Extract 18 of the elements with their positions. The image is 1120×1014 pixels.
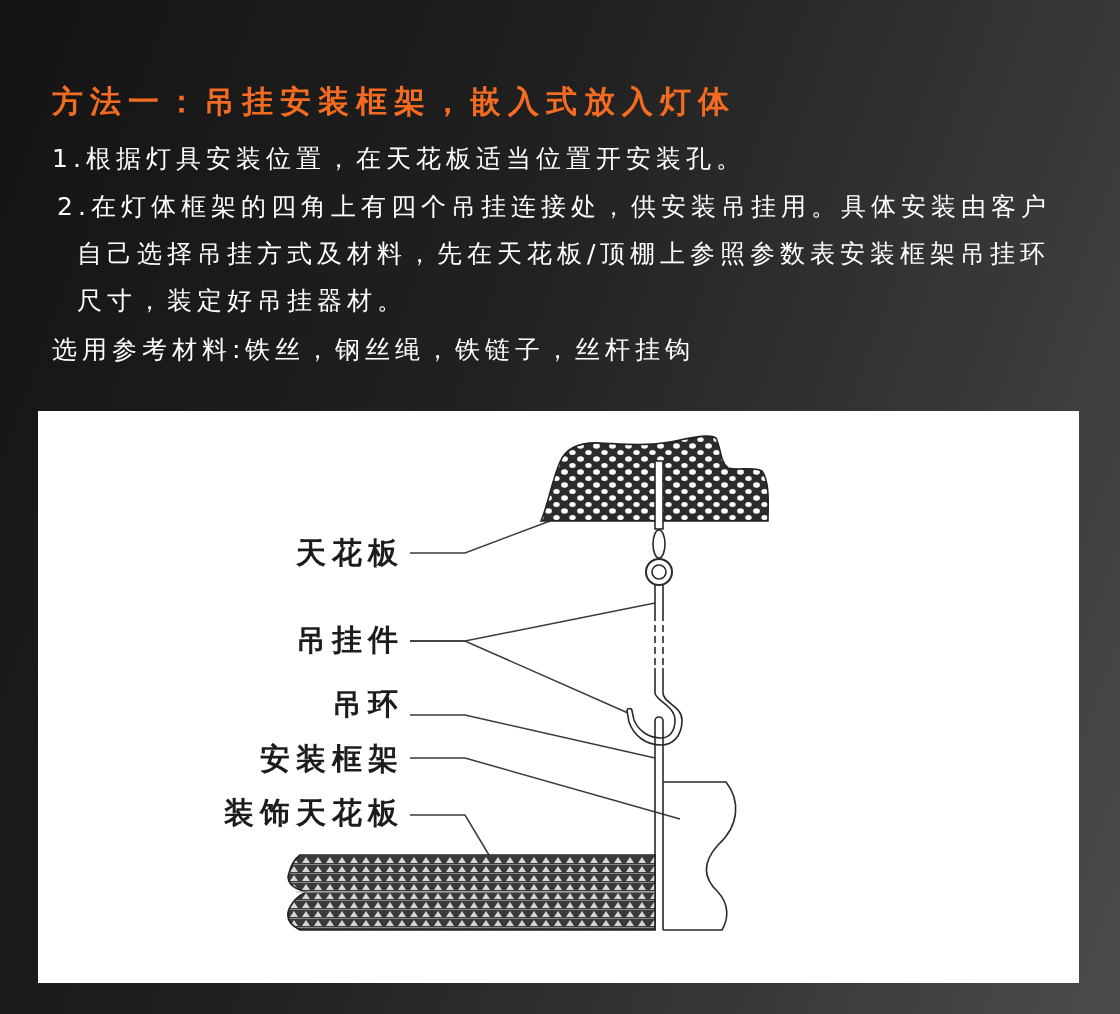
instruction-text: 1.根据灯具安装位置，在天花板适当位置开安装孔。 [52, 143, 747, 175]
title: 方法一：吊挂安装框架，嵌入式放入灯体 [52, 82, 736, 121]
part-label: 天花板 [296, 537, 404, 569]
instruction-text: 2.在灯体框架的四角上有四个吊挂连接处，供安装吊挂用。具体安装由客户自己选择吊挂方式及材料，先在天花板/顶棚上参照参数表安装框架吊挂环尺寸，装定好吊挂器材。 [57, 191, 1052, 317]
hook [626, 692, 683, 746]
part-label: 安装框架 [260, 743, 404, 775]
leader-line [409, 640, 629, 714]
part-label: 吊环 [332, 688, 404, 720]
ceiling-slab [540, 435, 769, 522]
ceiling-panel [287, 854, 656, 931]
leader-line [409, 714, 656, 759]
part-label: 吊挂件 [296, 624, 404, 656]
hanging-rod [654, 584, 664, 694]
part-label: 装饰天花板 [224, 797, 404, 829]
materials-text: 选用参考材料:铁丝，钢丝绳，铁链子，丝杆挂钩 [52, 334, 697, 366]
frame-section [662, 781, 737, 931]
leader-line [409, 757, 681, 820]
leader-line [409, 814, 490, 856]
